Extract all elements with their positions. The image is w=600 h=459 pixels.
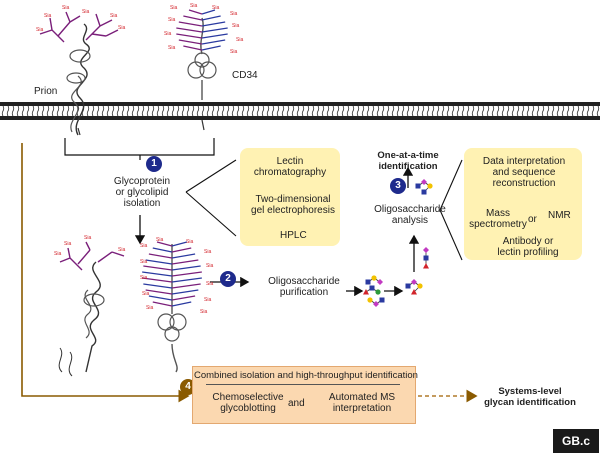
- sia-label: Sia: [186, 239, 194, 245]
- sia-label: Sia: [170, 5, 178, 11]
- cd34-protein-icon: [142, 241, 202, 373]
- sia-label: Sia: [190, 3, 198, 9]
- sia-label: Sia: [118, 25, 126, 31]
- sia-label: Sia: [206, 263, 214, 269]
- sia-label: Sia: [140, 275, 148, 281]
- high-throughput-box: [192, 366, 416, 424]
- sia-label: Sia: [164, 31, 172, 37]
- oligosaccharide-icon: [405, 279, 423, 295]
- step-2-badge: 2: [220, 271, 236, 287]
- divider: [206, 384, 400, 385]
- and-label: and: [288, 398, 305, 409]
- sia-label: Sia: [140, 243, 148, 249]
- sia-label: Sia: [204, 249, 212, 255]
- analysis-methods-box: [464, 148, 582, 260]
- sia-label: Sia: [236, 37, 244, 43]
- prion-label: Prion: [34, 86, 58, 97]
- sia-label: Sia: [230, 49, 238, 55]
- sia-label: Sia: [168, 45, 176, 51]
- separation-methods-box: [240, 148, 340, 246]
- sia-label: Sia: [200, 309, 208, 315]
- sia-label: Sia: [212, 5, 220, 11]
- oligosaccharide-icon: [423, 247, 429, 269]
- sia-label: Sia: [156, 237, 164, 243]
- prion-protein-icon: [58, 241, 125, 377]
- sia-label: Sia: [84, 235, 92, 241]
- step-1-badge: 1: [146, 156, 162, 172]
- sia-label: Sia: [230, 11, 238, 17]
- sia-label: Sia: [64, 241, 72, 247]
- cd34-protein-icon: [176, 9, 228, 131]
- hplc-label: HPLC: [280, 230, 307, 241]
- or-label: or: [528, 214, 537, 225]
- sia-label: Sia: [232, 23, 240, 29]
- sia-label: Sia: [140, 259, 148, 265]
- sia-label: Sia: [118, 247, 126, 253]
- prion-protein-icon: [39, 11, 119, 136]
- membrane-icon: [0, 102, 600, 120]
- combined-isolation-label: Combined isolation and high-throughput i…: [194, 370, 418, 381]
- cd34-label: CD34: [232, 70, 258, 81]
- sia-label: Sia: [204, 297, 212, 303]
- sia-label: Sia: [44, 13, 52, 19]
- sia-label: Sia: [142, 291, 150, 297]
- sia-label: Sia: [168, 17, 176, 23]
- oligosaccharide-icon: [363, 275, 385, 307]
- sia-label: Sia: [36, 27, 44, 33]
- publisher-logo: GB.c: [553, 429, 599, 453]
- sia-label: Sia: [54, 251, 62, 257]
- sia-label: Sia: [206, 281, 214, 287]
- oligosaccharide-icon: [415, 179, 433, 195]
- sia-label: Sia: [110, 13, 118, 19]
- sia-label: Sia: [82, 9, 90, 15]
- nmr-label: NMR: [548, 210, 571, 221]
- step-3-badge: 3: [390, 178, 406, 194]
- sia-label: Sia: [146, 305, 154, 311]
- sia-label: Sia: [62, 5, 70, 11]
